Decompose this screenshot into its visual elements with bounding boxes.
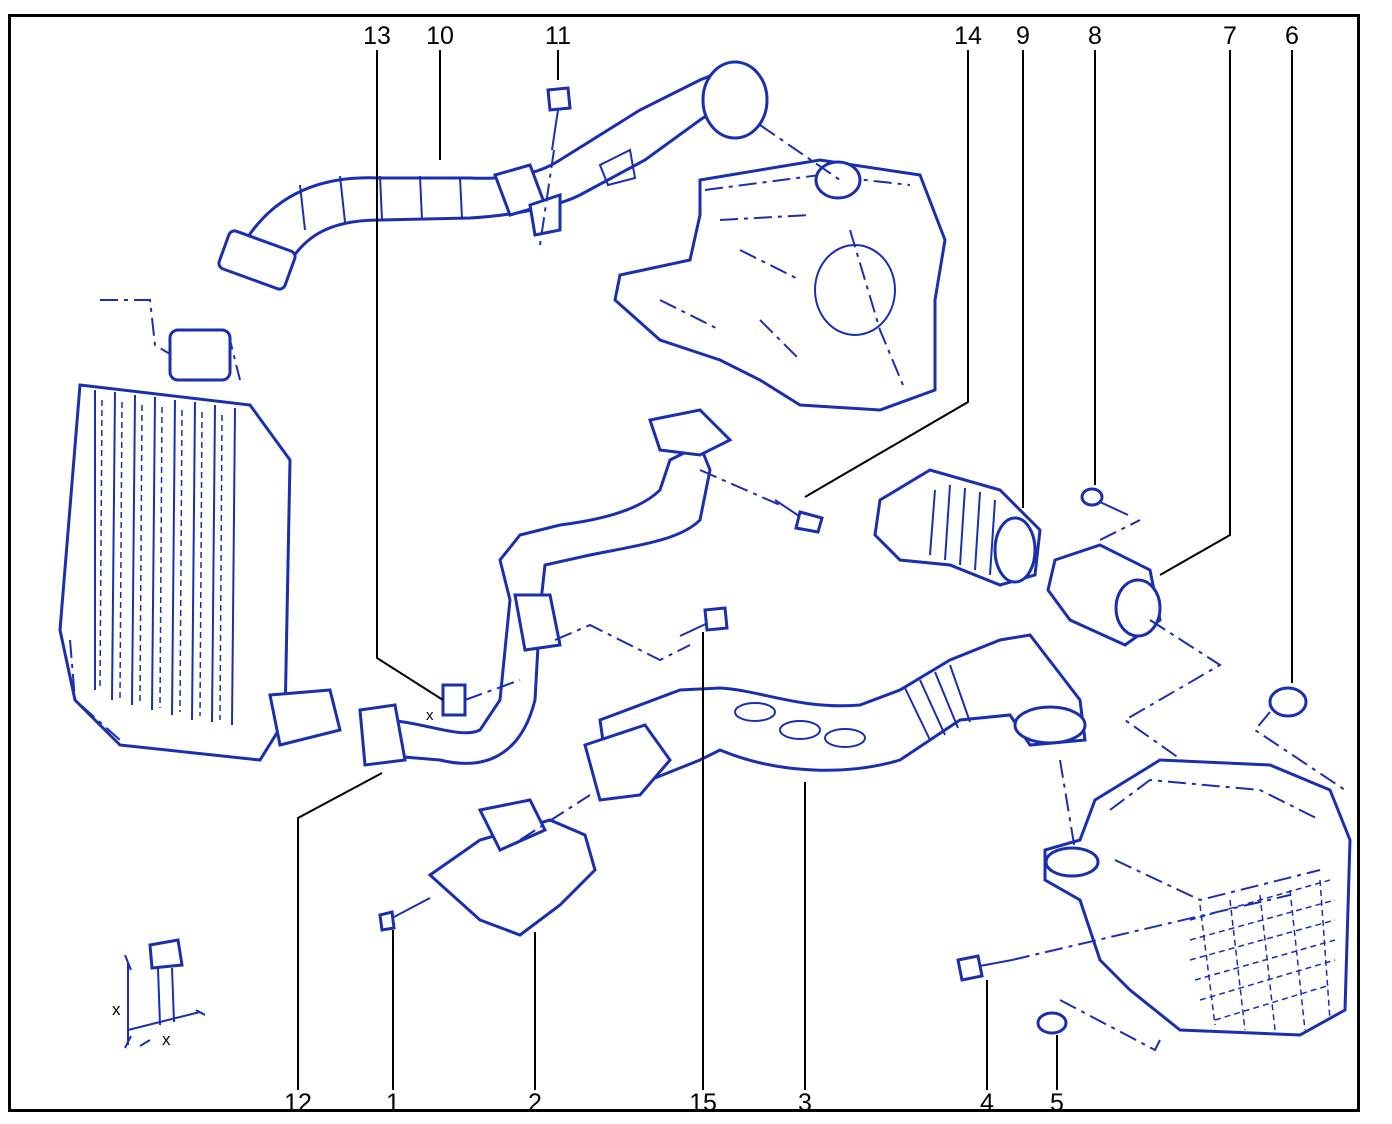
leader-13	[376, 50, 444, 701]
screw-8	[1080, 487, 1129, 516]
upper-intake-hose	[217, 60, 769, 291]
intercooler	[58, 299, 342, 762]
callout-5: 5	[1050, 1089, 1064, 1117]
callout-1: 1	[386, 1089, 400, 1117]
callout-12: 12	[284, 1089, 312, 1117]
leader-lines	[297, 50, 1293, 1090]
screw-1	[378, 897, 431, 932]
callout-11: 11	[545, 22, 571, 50]
grommet-5	[1036, 999, 1161, 1052]
turbocharger-manifold	[613, 124, 947, 412]
intake-bellows-hose-9	[873, 468, 1042, 587]
callout-7: 7	[1223, 22, 1237, 50]
callout-9: 9	[1016, 22, 1030, 50]
air-filter-housing	[1043, 758, 1352, 1037]
callout-15: 15	[689, 1089, 717, 1117]
callout-2: 2	[528, 1089, 542, 1117]
bolt-14	[774, 499, 824, 534]
callout-4: 4	[980, 1089, 994, 1117]
callout-labels: 13 10 11 14 9 8 7 6 12 1 2 15 3 4 5	[284, 22, 1299, 1117]
leader-14	[804, 50, 969, 498]
callout-10: 10	[426, 22, 454, 50]
grommet-6	[1253, 686, 1346, 791]
callout-3: 3	[798, 1089, 812, 1117]
diagram-frame	[8, 14, 1360, 1112]
clip-x-marker: x	[426, 707, 434, 724]
bolt-4	[956, 894, 1291, 982]
bolt-15	[679, 606, 729, 637]
leader-12	[297, 772, 383, 1090]
resonator-2	[427, 794, 597, 937]
callout-13: 13	[363, 22, 391, 50]
middle-intake-pipe	[358, 408, 781, 767]
air-flow-meter-7	[1046, 519, 1222, 781]
dimension-x-horizontal: x	[162, 1030, 171, 1049]
callout-8: 8	[1088, 22, 1102, 50]
bolt-dimension-symbol: x x	[112, 938, 206, 1049]
leader-7	[1159, 50, 1231, 576]
bolt-11	[539, 86, 572, 246]
callout-6: 6	[1285, 22, 1299, 50]
dimension-x-vertical: x	[112, 1000, 121, 1019]
air-duct-3	[583, 633, 1087, 802]
callout-14: 14	[954, 22, 982, 50]
